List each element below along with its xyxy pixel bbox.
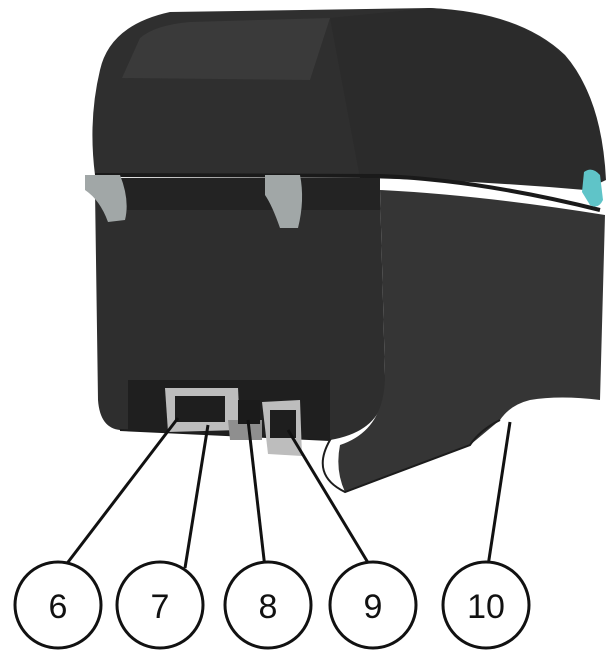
leader-6 [60, 417, 180, 571]
top-cover-recess [122, 18, 330, 80]
port-8 [228, 420, 262, 440]
callout-10: 10 [441, 560, 531, 650]
callout-label-10: 10 [467, 588, 505, 626]
leader-9 [286, 429, 372, 567]
printer-base-edge [119, 419, 501, 494]
port-8-hole [238, 400, 260, 424]
leader-10 [486, 421, 512, 567]
left-latch [85, 175, 127, 222]
callout-6: 6 [13, 560, 103, 650]
leader-7 [183, 424, 210, 569]
printer-side-body [338, 190, 605, 492]
printer-lid-side [330, 8, 606, 190]
callout-8: 8 [223, 560, 313, 650]
callout-label-7: 7 [151, 588, 170, 626]
callout-9: 9 [328, 560, 418, 650]
port-7 [175, 396, 225, 422]
release-button [582, 169, 603, 207]
media-slot [120, 178, 380, 210]
leader-8 [246, 419, 267, 569]
callout-label-8: 8 [259, 588, 278, 626]
port-9-hole [270, 410, 296, 438]
cover-seam [94, 173, 601, 212]
right-latch [265, 175, 303, 228]
printer-rear-body [95, 190, 386, 440]
callout-label-6: 6 [49, 588, 68, 626]
callout-7: 7 [115, 560, 205, 650]
callout-label-9: 9 [364, 588, 383, 626]
